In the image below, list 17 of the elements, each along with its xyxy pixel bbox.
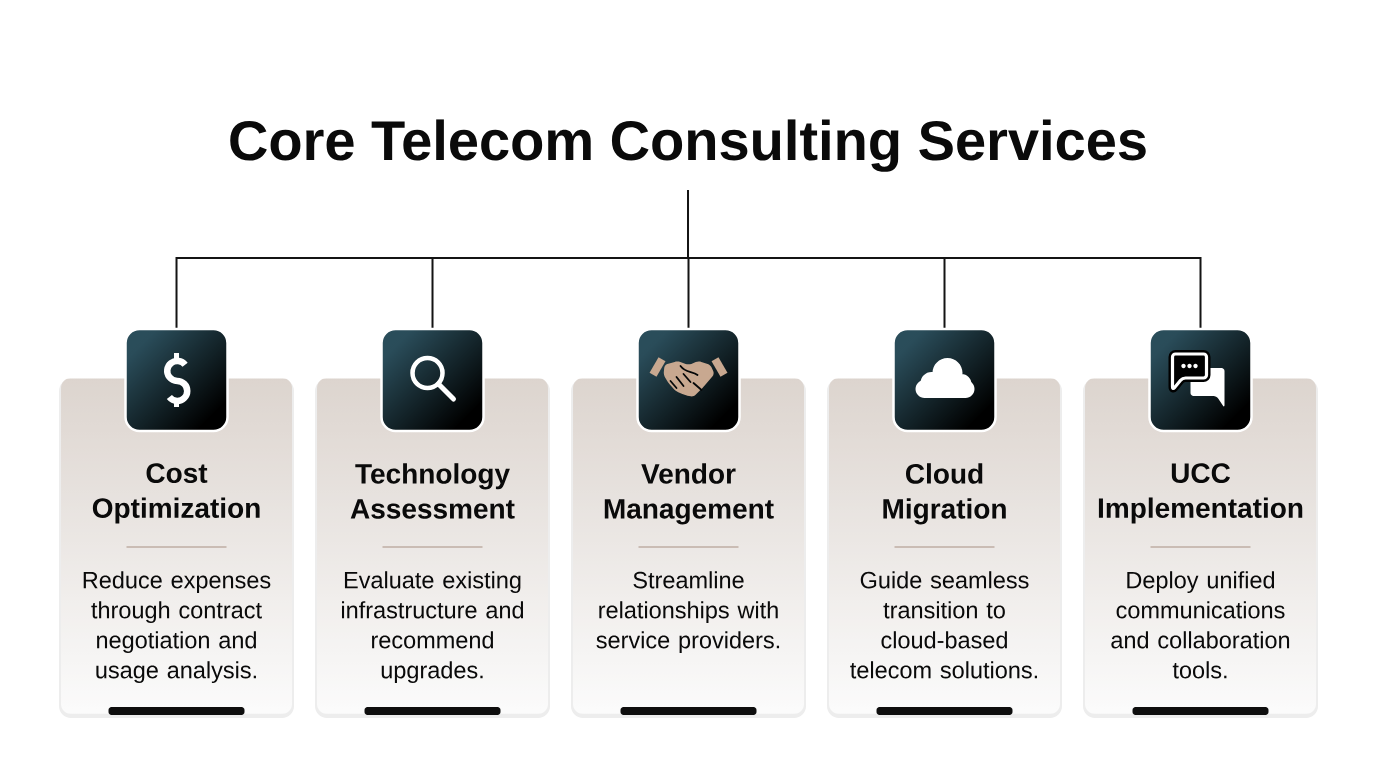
card-description: Reduce expenses through contract negotiation and usage analysis. — [83, 571, 271, 684]
card-description: Streamline relationships with service providers. — [596, 571, 780, 654]
cloud-icon — [892, 327, 997, 433]
search-icon — [380, 327, 485, 433]
card-heading: Cloud Migration — [883, 463, 1006, 525]
card-description: Guide seamless transition to cloud-based telecom solutions. — [850, 571, 1037, 679]
chat-icon — [1148, 327, 1253, 433]
card-description: Deploy unified communications and collaboration tools. — [1111, 571, 1290, 679]
card-heading: UCC Implementation — [1098, 463, 1303, 524]
dollar-icon — [124, 327, 229, 433]
card-heading: Vendor Management — [604, 463, 774, 525]
card-heading: Technology Assessment — [350, 463, 515, 519]
connector-line — [687, 189, 1202, 329]
card-heading: Cost Optimization — [92, 463, 260, 524]
handshake-icon — [636, 327, 741, 433]
card-description: Evaluate existing infrastructure and recommend upgrades. — [342, 571, 524, 684]
title: Core Telecom Consulting Services — [230, 119, 1146, 172]
